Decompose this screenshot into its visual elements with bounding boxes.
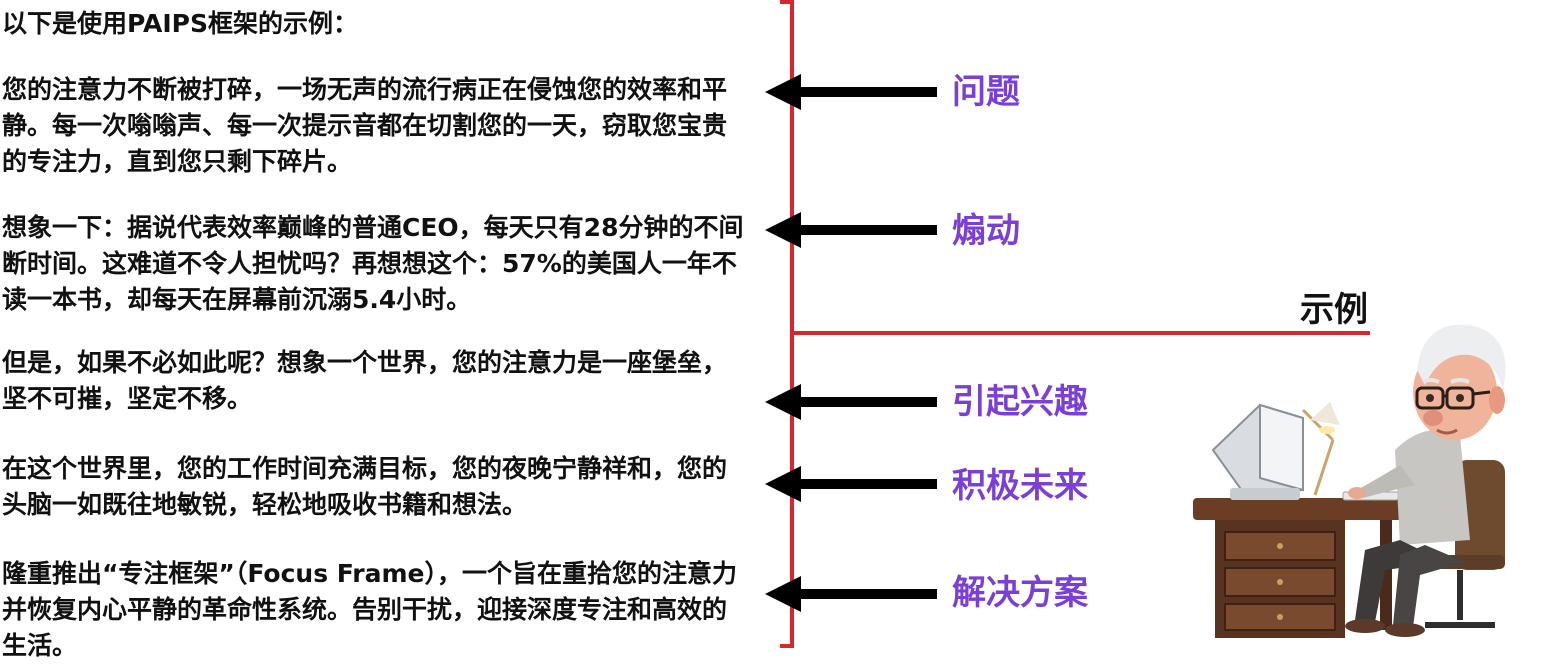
paragraph-positive-future: 在这个世界里，您的工作时间充满目标，您的夜晚宁静祥和，您的 头脑一如既往地敏锐，… (2, 451, 767, 523)
bracket-top-tick (780, 0, 794, 4)
paragraph-line: 但是，如果不必如此呢？想象一个世界，您的注意力是一座堡垒， (2, 348, 728, 377)
bracket-horizontal (790, 331, 1370, 335)
paragraph-line: 读一本书，却每天在屏幕前沉溺5.4小时。 (2, 285, 472, 314)
label-problem: 问题 (952, 72, 1020, 112)
paragraph-interest: 但是，如果不必如此呢？想象一个世界，您的注意力是一座堡垒， 坚不可摧，坚定不移。 (2, 345, 767, 417)
left-arrow-icon (765, 466, 937, 502)
paragraph-line: 头脑一如既往地敏锐，轻松地吸收书籍和想法。 (2, 490, 528, 519)
left-arrow-icon (765, 576, 937, 612)
paragraph-line: 坚不可摧，坚定不移。 (2, 384, 253, 413)
left-arrow-icon (765, 384, 937, 420)
paragraph-line: 静。每一次嗡嗡声、每一次提示音都在切割您的一天，窃取您宝贵 (2, 111, 728, 140)
label-positive-future: 积极未来 (952, 466, 1088, 506)
paragraph-problem: 您的注意力不断被打碎，一场无声的流行病正在侵蚀您的效率和平 静。每一次嗡嗡声、每… (2, 72, 767, 180)
paragraph-line: 您的注意力不断被打碎，一场无声的流行病正在侵蚀您的效率和平 (2, 75, 728, 104)
label-solution: 解决方案 (952, 573, 1088, 613)
paragraph-line: 生活。 (2, 631, 78, 660)
paragraph-line: 并恢复内心平静的革命性系统。告别干扰，迎接深度专注和高效的 (2, 595, 728, 624)
paragraph-line: 在这个世界里，您的工作时间充满目标，您的夜晚宁静祥和，您的 (2, 454, 728, 483)
intro-heading: 以下是使用PAIPS框架的示例： (2, 9, 359, 38)
bracket-bottom-tick (780, 644, 794, 648)
paragraph-solution: 隆重推出“专注框架”（Focus Frame），一个旨在重拾您的注意力 并恢复内… (2, 556, 767, 664)
label-interest: 引起兴趣 (952, 382, 1088, 422)
paragraph-agitate: 想象一下：据说代表效率巅峰的普通CEO，每天只有28分钟的不间 断时间。这难道不… (2, 210, 767, 318)
left-arrow-icon (765, 212, 937, 248)
example-label: 示例 (1300, 290, 1368, 330)
label-agitate: 煽动 (952, 211, 1020, 251)
bracket-vertical (790, 0, 794, 648)
left-arrow-icon (765, 74, 937, 110)
paragraph-line: 隆重推出“专注框架”（Focus Frame），一个旨在重拾您的注意力 (2, 559, 737, 588)
paragraph-line: 想象一下：据说代表效率巅峰的普通CEO，每天只有28分钟的不间 (2, 213, 744, 242)
paragraph-line: 断时间。这难道不令人担忧吗？再想想这个：57%的美国人一年不 (2, 249, 737, 278)
paragraph-line: 的专注力，直到您只剩下碎片。 (2, 147, 353, 176)
elderly-man-computer-illustration (1193, 324, 1506, 638)
